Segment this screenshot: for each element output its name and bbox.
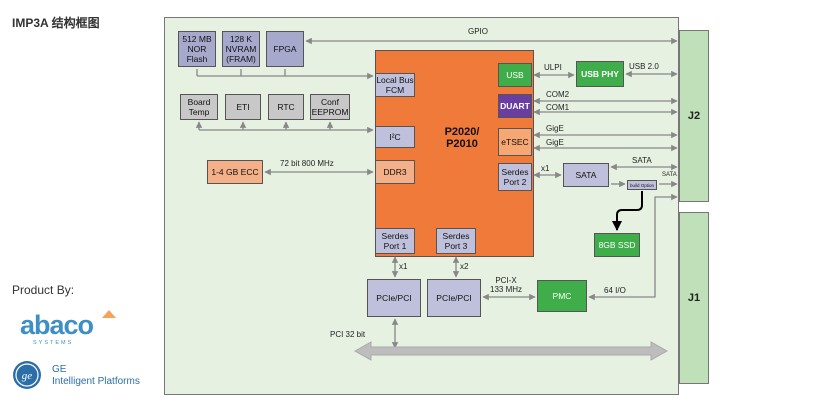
ge-logo-line1: GE — [52, 364, 67, 375]
x1-sata-label: x1 — [541, 164, 550, 173]
pcie-pci-bridge-2: PCIe/PCI — [427, 279, 481, 317]
build-option-block: build Option — [627, 180, 657, 190]
ge-logo-text: GE Intelligent Platforms — [52, 364, 140, 388]
gige1-label: GigE — [546, 124, 564, 133]
x2-label: x2 — [460, 262, 469, 271]
sata-small-label: SATA — [662, 172, 677, 178]
connector-j2: J2 — [679, 30, 709, 202]
ddr3-block: DDR3 — [375, 160, 415, 184]
duart-block: DUART — [498, 94, 532, 118]
gige2-label: GigE — [546, 138, 564, 147]
etsec-block: eTSEC — [498, 128, 532, 156]
usb-block: USB — [498, 63, 532, 87]
local-bus-fcm-block: Local Bus FCM — [375, 73, 415, 97]
nor-flash-block: 512 MB NOR Flash — [178, 31, 216, 67]
abaco-logo-subtitle: SYSTEMS — [33, 340, 74, 346]
abaco-logo-mark — [102, 310, 116, 318]
rtc-block: RTC — [268, 94, 304, 120]
usb20-label: USB 2.0 — [629, 62, 659, 71]
abaco-logo: abaco — [20, 310, 94, 340]
com2-label: COM2 — [546, 90, 570, 99]
io64-label: 64 I/O — [604, 286, 626, 295]
pmc-block: PMC — [537, 280, 587, 312]
usb-phy-block: USB PHY — [576, 61, 624, 87]
serdes-port1-block: Serdes Port 1 — [375, 228, 415, 254]
product-by-label: Product By: — [12, 283, 75, 297]
svg-text:ge: ge — [22, 370, 33, 382]
sata-label: SATA — [632, 156, 652, 165]
board-temp-block: Board Temp — [180, 94, 218, 120]
ulpi-label: ULPI — [544, 63, 562, 72]
i2c-block: I²C — [375, 126, 415, 148]
ge-logo-icon: ge — [13, 361, 41, 389]
sata-block: SATA — [563, 163, 609, 187]
com1-label: COM1 — [546, 103, 570, 112]
ecc-memory-block: 1-4 GB ECC — [207, 160, 263, 184]
x1-pcie-label: x1 — [399, 262, 408, 271]
nvram-block: 128 K NVRAM (FRAM) — [222, 31, 260, 67]
eti-block: ETI — [225, 94, 261, 120]
pcie-pci-bridge-1: PCIe/PCI — [367, 279, 421, 317]
serdes-port3-block: Serdes Port 3 — [436, 228, 476, 254]
conf-eeprom-block: Conf EEPROM — [310, 94, 350, 120]
connector-j1: J1 — [679, 212, 709, 384]
ge-logo-line2: Intelligent Platforms — [52, 376, 140, 387]
page-title: IMP3A 结构框图 — [12, 16, 100, 30]
serdes-port2-block: Serdes Port 2 — [498, 163, 532, 191]
fpga-block: FPGA — [266, 31, 304, 67]
gpio-label: GPIO — [468, 27, 489, 36]
pcix-label: PCI-X 133 MHz — [490, 276, 523, 294]
cpu-label: P2020/ P2010 — [444, 126, 480, 150]
pci32-label: PCI 32 bit — [330, 330, 366, 339]
ddr-bus-label: 72 bit 800 MHz — [280, 159, 334, 168]
